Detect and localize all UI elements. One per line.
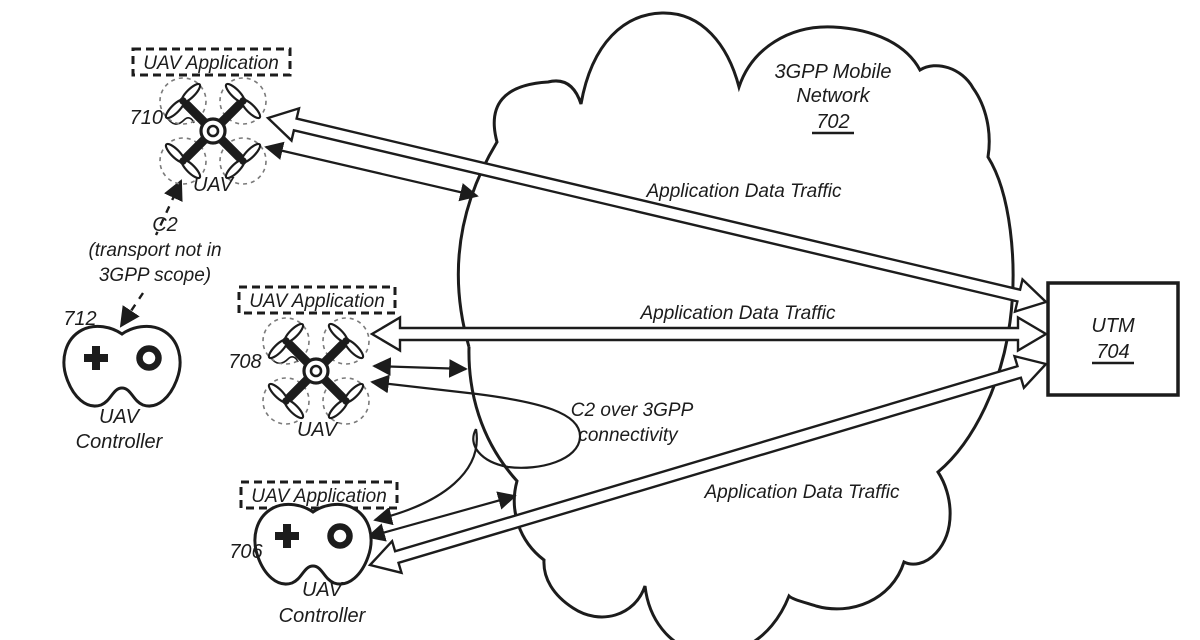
uav-label-710: UAV xyxy=(193,174,235,196)
mobile-network-cloud xyxy=(456,11,1015,640)
ref-squiggle-708 xyxy=(269,356,299,365)
uav-application-label-706: UAV Application xyxy=(251,486,387,507)
c2-link-label-line1: C2 over 3GPP xyxy=(571,400,694,421)
drone-icon-710 xyxy=(160,78,266,184)
cloud-label-line2: Network xyxy=(796,85,870,107)
uav-application-label-708: UAV Application xyxy=(249,291,385,312)
controller-label-712-line2: Controller xyxy=(76,431,164,453)
app-traffic-label-top: Application Data Traffic xyxy=(645,181,842,202)
cloud-label: 3GPP Mobile Network 702 xyxy=(774,61,892,135)
ref-708: 708 xyxy=(228,351,261,373)
uav-710-group: UAV Application 710 UAV xyxy=(130,47,292,196)
utm-ref: 704 xyxy=(1096,341,1129,363)
utm-box: UTM 704 xyxy=(1046,281,1180,397)
c2-link-label-line2: connectivity xyxy=(578,425,679,446)
uav-application-box-710 xyxy=(131,47,292,77)
uav-application-box-706 xyxy=(239,480,399,510)
c2-transport-note: C2 (transport not in 3GPP scope) xyxy=(88,214,221,286)
uav-label-708: UAV xyxy=(297,419,339,441)
c2-dashed-arrow-to-ctrl712 xyxy=(119,292,144,328)
utm-name: UTM xyxy=(1091,315,1135,337)
c2-note-line1: C2 xyxy=(152,214,178,236)
controller-label-706-line1: UAV xyxy=(302,579,344,601)
app-traffic-label-mid: Application Data Traffic xyxy=(639,303,836,324)
cloud-label-line1: 3GPP Mobile xyxy=(774,61,891,83)
c2-dashed-arrow-to-uav710 xyxy=(154,179,183,236)
c2-link-label: C2 over 3GPP connectivity xyxy=(571,400,694,446)
app-traffic-arrow-bottom xyxy=(367,354,1049,575)
ref-706: 706 xyxy=(229,541,263,563)
c2-link-arrow-ctrl706 xyxy=(366,491,517,542)
drone-icon-708 xyxy=(263,318,369,424)
c2-link-arrow-uav708 xyxy=(372,357,468,378)
uav-708-group: UAV Application 708 UAV xyxy=(228,285,397,441)
controller-712-group: 712 UAV Controller xyxy=(63,308,180,453)
c2-note-line3: 3GPP scope) xyxy=(99,265,211,286)
cloud-ref: 702 xyxy=(816,111,849,133)
c2-callout-curve-to-uav708 xyxy=(370,374,582,469)
controller-706-group: UAV Application 706 UAV Controller xyxy=(229,480,399,627)
gamepad-icon-706 xyxy=(255,504,371,584)
controller-label-706-line2: Controller xyxy=(279,605,367,627)
cloud-outline xyxy=(456,11,1015,640)
ref-710: 710 xyxy=(130,107,163,129)
uav-application-box-708 xyxy=(237,285,397,315)
c2-callout-curve-to-ctrl706 xyxy=(373,428,478,526)
controller-label-712-line1: UAV xyxy=(99,406,141,428)
ref-712: 712 xyxy=(63,308,96,330)
c2-link-arrow-uav710 xyxy=(264,141,479,202)
app-traffic-label-bottom: Application Data Traffic xyxy=(703,482,900,503)
c2-note-line2: (transport not in xyxy=(88,240,221,261)
uav-application-label-710: UAV Application xyxy=(143,53,279,74)
ref-squiggle-710 xyxy=(165,115,195,125)
app-traffic-arrow-mid xyxy=(369,315,1049,353)
gamepad-icon-712 xyxy=(64,326,180,406)
